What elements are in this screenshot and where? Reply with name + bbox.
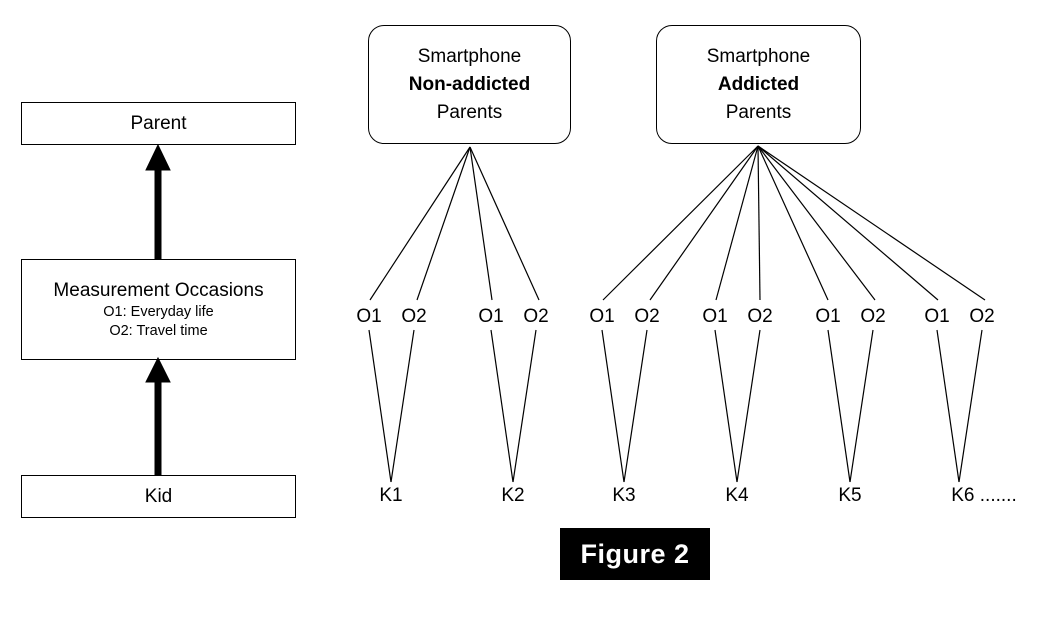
legend-arrow-kid-to-measurement	[145, 356, 171, 475]
legend-occasion-o1: O1: Everyday life	[103, 303, 214, 320]
kid-label-k6: K6 .......	[951, 485, 1017, 506]
group-box-non-addicted-parents: Smartphone Non-addicted Parents	[368, 25, 571, 144]
fan-lines-non-addicted	[369, 146, 540, 301]
occasion-label-k5-o2: O2	[860, 306, 886, 327]
legend-occasion-o2: O2: Travel time	[109, 322, 208, 339]
legend-box-kid: Kid	[21, 475, 296, 518]
kid-label-k3: K3	[612, 485, 636, 506]
fan-lines-addicted	[602, 145, 986, 301]
group-box-non-addicted-line-1: Smartphone	[417, 45, 522, 67]
figure-caption: Figure 2	[560, 528, 710, 580]
occasion-label-k3-o1: O1	[589, 306, 615, 327]
legend-box-parent: Parent	[21, 102, 296, 145]
legend-box-kid-title: Kid	[144, 485, 173, 507]
kid-connector-lines	[368, 329, 983, 483]
group-box-addicted-line-2: Addicted	[717, 73, 800, 95]
group-box-addicted-parents: Smartphone Addicted Parents	[656, 25, 861, 144]
kid-label-k2: K2	[501, 485, 525, 506]
occasion-label-k2-o1: O1	[478, 306, 504, 327]
occasion-label-k6-o1: O1	[924, 306, 950, 327]
kid-label-k5: K5	[838, 485, 862, 506]
kid-label-k1: K1	[379, 485, 403, 506]
occasion-label-k3-o2: O2	[634, 306, 660, 327]
occasion-label-k4-o1: O1	[702, 306, 728, 327]
group-box-addicted-line-3: Parents	[725, 101, 792, 123]
occasion-label-k1-o1: O1	[356, 306, 382, 327]
legend-box-parent-title: Parent	[130, 112, 187, 134]
occasion-label-k1-o2: O2	[401, 306, 427, 327]
legend-box-measurement-occasions: Measurement Occasions O1: Everyday life …	[21, 259, 296, 360]
occasion-label-k2-o2: O2	[523, 306, 549, 327]
legend-box-measurement-occasions-title: Measurement Occasions	[53, 279, 264, 301]
occasion-label-k6-o2: O2	[969, 306, 995, 327]
occasion-label-k5-o1: O1	[815, 306, 841, 327]
legend-arrow-measurement-to-parent	[145, 143, 171, 259]
kid-label-k4: K4	[725, 485, 749, 506]
occasion-label-k4-o2: O2	[747, 306, 773, 327]
group-box-non-addicted-line-3: Parents	[436, 101, 503, 123]
group-box-non-addicted-line-2: Non-addicted	[408, 73, 531, 95]
group-box-addicted-line-1: Smartphone	[706, 45, 811, 67]
